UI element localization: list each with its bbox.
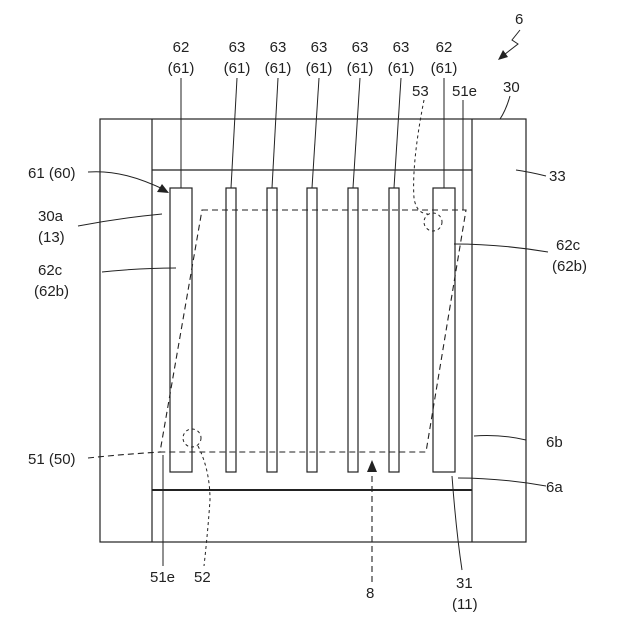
label-63-5: 63 (393, 39, 410, 56)
leader-30 (500, 96, 510, 119)
label-51e-bottom: 51e (150, 569, 175, 586)
label-8: 8 (366, 585, 374, 602)
label-30: 30 (503, 79, 520, 96)
leader-33 (516, 170, 546, 176)
leader-30a (78, 214, 162, 226)
leader-63-4 (353, 78, 360, 188)
label-62b-right: (62b) (552, 258, 587, 275)
arrowhead-8 (367, 460, 377, 472)
label-61-e: (61) (347, 60, 374, 77)
label-13: (13) (38, 229, 65, 246)
label-62b-left: (62b) (34, 283, 69, 300)
leader-63-2 (272, 78, 278, 188)
figure-number-label: 6 (515, 11, 523, 28)
electrode-63-3 (307, 188, 317, 472)
label-61-f: (61) (388, 60, 415, 77)
label-51-50: 51 (50) (28, 451, 76, 468)
label-11: (11) (452, 596, 478, 613)
leader-62c-left (102, 268, 176, 272)
label-63-2: 63 (270, 39, 287, 56)
label-62c-right: 62c (556, 237, 581, 254)
label-53: 53 (412, 83, 429, 100)
label-61-b: (61) (224, 60, 251, 77)
leader-51-50 (88, 452, 162, 458)
leader-53 (414, 100, 428, 214)
label-61-d: (61) (306, 60, 333, 77)
leader-63-3 (312, 78, 319, 188)
label-63-3: 63 (311, 39, 328, 56)
figure-arrowhead (498, 50, 508, 60)
electrode-63-1 (226, 188, 236, 472)
arrowhead-61-60 (157, 184, 169, 193)
label-62-left: 62 (173, 39, 190, 56)
label-62c-left: 62c (38, 262, 63, 279)
electrode-63-4 (348, 188, 358, 472)
leader-6b (474, 436, 526, 441)
leader-63-5 (394, 78, 401, 188)
label-61-g: (61) (431, 60, 458, 77)
leader-62c-right (454, 244, 548, 252)
label-33: 33 (549, 168, 566, 185)
electrode-63-5 (389, 188, 399, 472)
label-6a: 6a (546, 479, 563, 496)
label-6b: 6b (546, 434, 563, 451)
leader-52 (198, 446, 210, 566)
label-63-4: 63 (352, 39, 369, 56)
label-52: 52 (194, 569, 211, 586)
electrode-62-right (433, 188, 455, 472)
label-30a: 30a (38, 208, 64, 225)
label-61-60: 61 (60) (28, 165, 76, 182)
electrode-63-2 (267, 188, 277, 472)
label-31: 31 (456, 575, 473, 592)
label-63-1: 63 (229, 39, 246, 56)
region-51-outline (160, 210, 466, 452)
label-61-a: (61) (168, 60, 195, 77)
outer-frame (100, 119, 526, 542)
leader-63-1 (231, 78, 237, 188)
leader-6a (458, 478, 546, 486)
label-62-right: 62 (436, 39, 453, 56)
label-51e-top: 51e (452, 83, 477, 100)
label-61-c: (61) (265, 60, 292, 77)
